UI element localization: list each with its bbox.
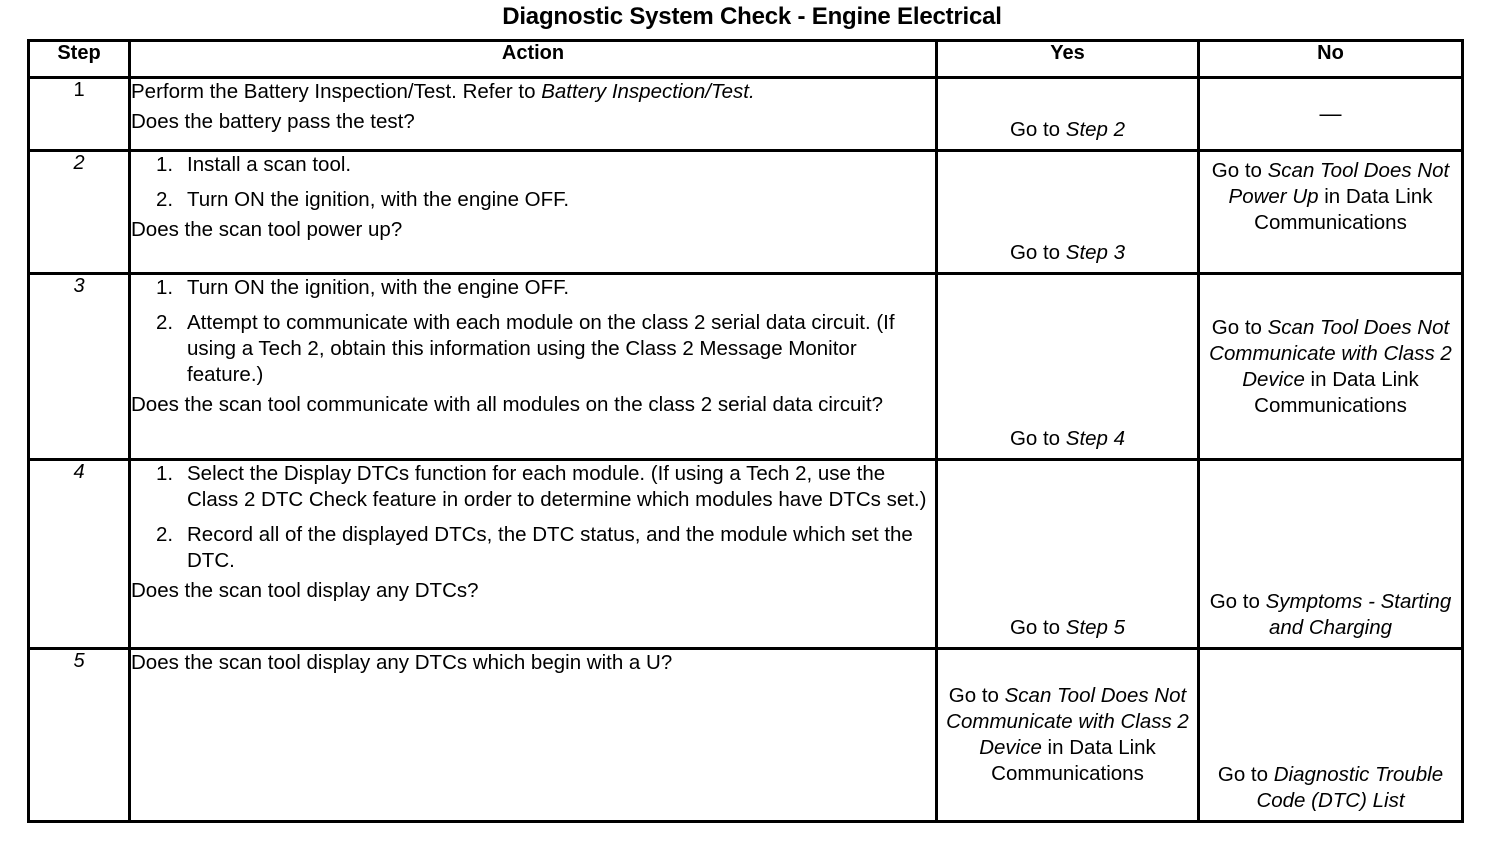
action-step-item: Attempt to communicate with each module …	[156, 310, 895, 386]
no-answer-text: Go to Scan Tool Does Not Power Up in Dat…	[1206, 158, 1455, 236]
step-number-cell: 4	[27, 458, 131, 650]
action-step-list: Select the Display DTCs function for eac…	[131, 461, 935, 574]
step-number-cell: 5	[27, 647, 131, 823]
column-header-no: No	[1197, 39, 1464, 79]
table-row: 1 Perform the Battery Inspection/Test. R…	[27, 76, 1464, 152]
action-step-list: Turn ON the ignition, with the engine OF…	[131, 275, 935, 388]
yes-target: Step 3	[1065, 241, 1126, 264]
yes-answer-text: Go to Step 4	[944, 426, 1191, 452]
yes-answer-text: Go to Step 3	[944, 240, 1191, 266]
yes-answer-text: Go to Step 2	[944, 117, 1191, 143]
action-step-item: Record all of the displayed DTCs, the DT…	[156, 522, 913, 572]
yes-prefix: Go to	[948, 684, 1005, 707]
no-prefix: Go to	[1211, 315, 1268, 339]
yes-cell: Go to Step 5	[935, 458, 1200, 650]
action-step-item: Select the Display DTCs function for eac…	[156, 461, 927, 511]
action-question: Does the scan tool display any DTCs?	[131, 579, 479, 602]
action-intro-reference: Battery Inspection/Test.	[541, 80, 755, 103]
yes-cell: Go to Scan Tool Does Not Communicate wit…	[935, 647, 1200, 823]
yes-answer-text: Go to Step 5	[944, 615, 1191, 641]
no-prefix: Go to	[1217, 763, 1274, 786]
step-number-cell: 2	[27, 149, 131, 275]
table-header-row: Step Action Yes No	[27, 39, 1464, 79]
no-answer-text: Go to Symptoms - Starting and Charging	[1206, 589, 1455, 641]
yes-cell: Go to Step 2	[935, 76, 1200, 152]
no-answer-text: Go to Diagnostic Trouble Code (DTC) List	[1206, 762, 1455, 814]
no-cell: Go to Symptoms - Starting and Charging	[1197, 458, 1464, 650]
action-cell: Does the scan tool display any DTCs whic…	[128, 647, 938, 823]
action-step-item: Turn ON the ignition, with the engine OF…	[156, 187, 570, 213]
no-target: Scan Tool Does Not Communicate with Clas…	[1209, 315, 1452, 391]
no-target: Symptoms - Starting and Charging	[1265, 590, 1452, 639]
table-row: 2 Install a scan tool. Turn ON the ignit…	[27, 149, 1464, 275]
yes-answer-text: Go to Scan Tool Does Not Communicate wit…	[944, 683, 1191, 787]
action-cell: Select the Display DTCs function for eac…	[128, 458, 938, 650]
step-number-cell: 3	[27, 272, 131, 461]
action-step-list: Install a scan tool. Turn ON the ignitio…	[131, 152, 935, 213]
action-step-item: Install a scan tool.	[156, 152, 352, 178]
step-number-cell: 1	[27, 76, 131, 152]
yes-cell: Go to Step 4	[935, 272, 1200, 461]
no-cell: Go to Scan Tool Does Not Communicate wit…	[1197, 272, 1464, 461]
no-target: Diagnostic Trouble Code (DTC) List	[1256, 763, 1444, 812]
column-header-action: Action	[128, 39, 938, 79]
table-row: 5 Does the scan tool display any DTCs wh…	[27, 647, 1464, 823]
column-header-step: Step	[27, 39, 131, 79]
column-header-yes: Yes	[935, 39, 1200, 79]
action-step-item: Turn ON the ignition, with the engine OF…	[156, 275, 570, 301]
no-answer-text: Go to Scan Tool Does Not Communicate wit…	[1206, 315, 1455, 419]
action-question: Does the scan tool power up?	[131, 218, 403, 241]
yes-target: Scan Tool Does Not Communicate with Clas…	[946, 684, 1189, 759]
table-row: 3 Turn ON the ignition, with the engine …	[27, 272, 1464, 461]
action-cell: Turn ON the ignition, with the engine OF…	[128, 272, 938, 461]
yes-target: Step 2	[1065, 118, 1126, 141]
diagnostic-table-container: Step Action Yes No 1 Perform the Battery…	[27, 39, 1464, 823]
action-question: Does the scan tool display any DTCs whic…	[131, 651, 673, 674]
no-prefix: Go to	[1209, 590, 1266, 613]
yes-target: Step 5	[1065, 616, 1126, 639]
action-intro-text: Perform the Battery Inspection/Test. Ref…	[131, 80, 542, 103]
yes-cell: Go to Step 3	[935, 149, 1200, 275]
yes-target: Step 4	[1065, 427, 1126, 450]
no-suffix: in Data Link Communications	[1254, 185, 1433, 234]
no-cell: Go to Diagnostic Trouble Code (DTC) List	[1197, 647, 1464, 823]
no-suffix: in Data Link Communications	[1254, 367, 1419, 417]
yes-suffix: in Data Link Communications	[991, 736, 1156, 785]
no-prefix: Go to	[1211, 159, 1268, 182]
table-row: 4 Select the Display DTCs function for e…	[27, 458, 1464, 650]
diagnostic-table: Step Action Yes No 1 Perform the Battery…	[27, 39, 1464, 823]
no-target: Scan Tool Does Not Power Up	[1228, 159, 1450, 208]
no-answer-dash: —	[1319, 101, 1342, 126]
yes-prefix: Go to	[1009, 241, 1066, 264]
yes-prefix: Go to	[1009, 118, 1066, 141]
yes-prefix: Go to	[1009, 616, 1066, 639]
table-body: 1 Perform the Battery Inspection/Test. R…	[27, 76, 1464, 823]
action-question: Does the battery pass the test?	[131, 110, 415, 133]
no-cell: Go to Scan Tool Does Not Power Up in Dat…	[1197, 149, 1464, 275]
page-title: Diagnostic System Check - Engine Electri…	[502, 3, 1002, 30]
action-cell: Install a scan tool. Turn ON the ignitio…	[128, 149, 938, 275]
action-cell: Perform the Battery Inspection/Test. Ref…	[128, 76, 938, 152]
action-question: Does the scan tool communicate with all …	[131, 393, 884, 416]
table-header: Step Action Yes No	[27, 39, 1464, 79]
no-cell: —	[1197, 76, 1464, 152]
action-intro-line: Perform the Battery Inspection/Test. Ref…	[131, 79, 935, 105]
yes-prefix: Go to	[1009, 427, 1066, 450]
